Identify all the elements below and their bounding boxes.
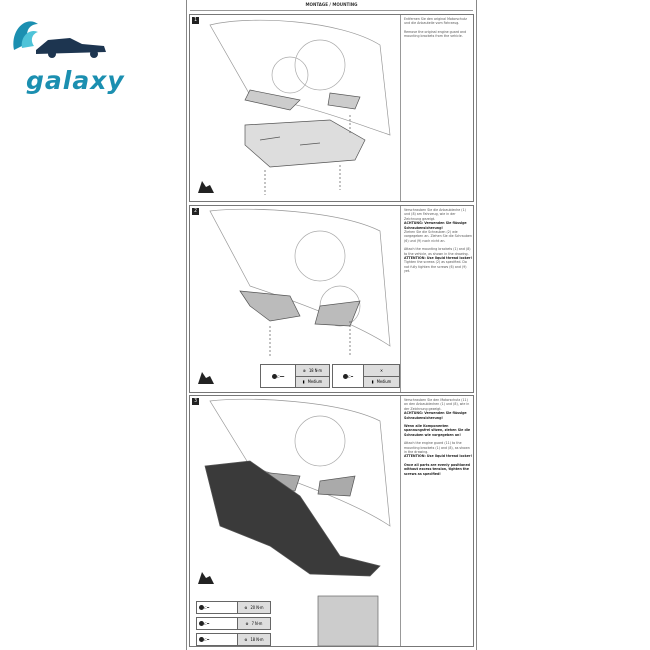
step-2-drawing: 2 ⊂══ ⊗18 N·m ▮Medium ⊂═ ✕ ▮Medium — [190, 206, 401, 392]
warning-en: ATTENTION: Use liquid thread locker! — [404, 454, 472, 459]
thread-locker-icon: ▮ — [371, 379, 374, 385]
step-1: 1 Entfernen Sie den original Motorschutz… — [189, 14, 474, 202]
torque-icon: ⊗ — [244, 637, 248, 642]
thread-locker-strength: Medium — [376, 379, 392, 385]
step-number: 2 — [192, 208, 199, 215]
page-header: MONTAGE / MOUNTING — [305, 3, 358, 8]
instruction-en-2: Tighten the screws (2) as specified. Do … — [404, 260, 467, 274]
torque-icon: ⊗ — [302, 367, 306, 373]
step-2-text: Verschrauben Sie die Anbaubleche (1) und… — [404, 208, 472, 278]
step-1-drawing: 1 — [190, 15, 401, 201]
torque-value: 20 N·m — [250, 605, 264, 610]
galaxy-logo: galaxy — [8, 10, 124, 95]
step-2: 2 ⊂══ ⊗18 N·m ▮Medium ⊂═ ✕ ▮Medium Versc… — [189, 205, 474, 393]
car-wave-logo-icon — [13, 21, 106, 58]
step-1-text: Entfernen Sie den original Motorschutz u… — [404, 17, 472, 43]
instruction-en: Attach the mounting brackets (1) and (8)… — [404, 247, 471, 256]
workshop-icon — [198, 181, 214, 193]
warning-en: ATTENTION: Use liquid thread locker! — [404, 256, 472, 261]
logo-text: galaxy — [26, 66, 125, 95]
torque-value: 18 N·m — [308, 367, 323, 373]
instruction-de: Verschrauben Sie den Motorschutz (11) an… — [404, 398, 470, 411]
thread-locker-icon: ▮ — [302, 379, 305, 385]
torque-row: ⊂═⊗18 N·m — [196, 633, 271, 646]
step-3-drawing: 3 ⊂═⊗20 N·m ⊂═⊗7 N·m ⊂═⊗18 N·m — [190, 396, 401, 646]
torque-icon: ⊗ — [244, 605, 248, 610]
instruction-de: Entfernen Sie den original Motorschutz u… — [404, 17, 467, 26]
torque-row: ⊂═⊗7 N·m — [196, 617, 271, 630]
no-tighten-icon: ✕ — [379, 367, 383, 373]
warning-de: ACHTUNG: Verwenden Sie flüssige Schraube… — [404, 221, 467, 230]
step-number: 1 — [192, 17, 199, 24]
mounting-instructions-page: MONTAGE / MOUNTING 1 Entfernen Sie den o… — [186, 0, 477, 650]
workshop-icon — [198, 372, 214, 384]
torque-row: ⊂═⊗20 N·m — [196, 601, 271, 614]
step-3-text: Verschrauben Sie den Motorschutz (11) an… — [404, 398, 472, 480]
instruction-en: Attach the engine guard (11) to the moun… — [404, 441, 470, 455]
torque-icon: ⊗ — [245, 621, 249, 626]
instruction-de: Verschrauben Sie die Anbaubleche (1) und… — [404, 208, 466, 221]
workshop-icon — [198, 572, 214, 584]
torque-table: ⊂═⊗20 N·m ⊂═⊗7 N·m ⊂═⊗18 N·m — [196, 601, 271, 646]
torque-box-screws-6-9: ⊂═ ✕ ▮Medium — [332, 364, 400, 388]
warning-en-2: Once all parts are evenly positioned wit… — [404, 462, 470, 476]
warning-de-2: Wenn alle Komponenten spannungsfrei sitz… — [404, 424, 471, 437]
thread-locker-strength: Medium — [307, 379, 323, 385]
step-3: 3 ⊂═⊗20 N·m ⊂═⊗7 N·m ⊂═⊗18 N·m Verschrau… — [189, 395, 474, 647]
step-number: 3 — [192, 398, 199, 405]
instruction-de-2: Ziehen Sie die Schrauben (2) wie vorgege… — [404, 230, 472, 243]
torque-box-screw-2: ⊂══ ⊗18 N·m ▮Medium — [260, 364, 330, 388]
torque-value: 18 N·m — [250, 637, 264, 642]
instruction-en: Remove the original engine guard and mou… — [404, 29, 467, 39]
warning-de: ACHTUNG: Verwenden Sie flüssige Schraube… — [404, 411, 467, 420]
torque-value: 7 N·m — [251, 621, 263, 626]
